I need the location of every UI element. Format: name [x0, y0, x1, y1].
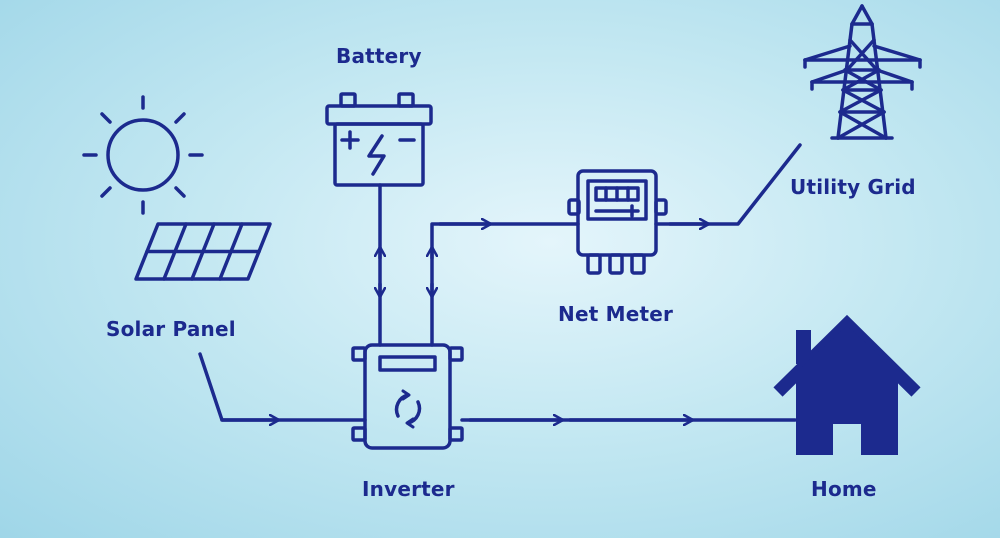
- solar-panel-icon: [134, 222, 272, 281]
- solar-panel-label: Solar Panel: [106, 317, 236, 341]
- battery-label: Battery: [336, 44, 422, 68]
- net-meter-label: Net Meter: [558, 302, 674, 326]
- connection-solar-to-inverter: [198, 352, 367, 420]
- utility-grid-label: Utility Grid: [790, 175, 916, 199]
- home-label: Home: [811, 477, 877, 501]
- battery-icon: [325, 92, 433, 187]
- inverter-icon: [351, 343, 464, 450]
- net-meter-icon: [567, 169, 668, 275]
- connection-inverter-to-net-meter: [432, 224, 580, 347]
- inverter-label: Inverter: [362, 477, 455, 501]
- sun-icon: [82, 95, 204, 215]
- house-icon: [773, 314, 921, 455]
- transmission-tower-icon: [803, 4, 922, 140]
- connection-net-meter-to-grid: [654, 143, 802, 224]
